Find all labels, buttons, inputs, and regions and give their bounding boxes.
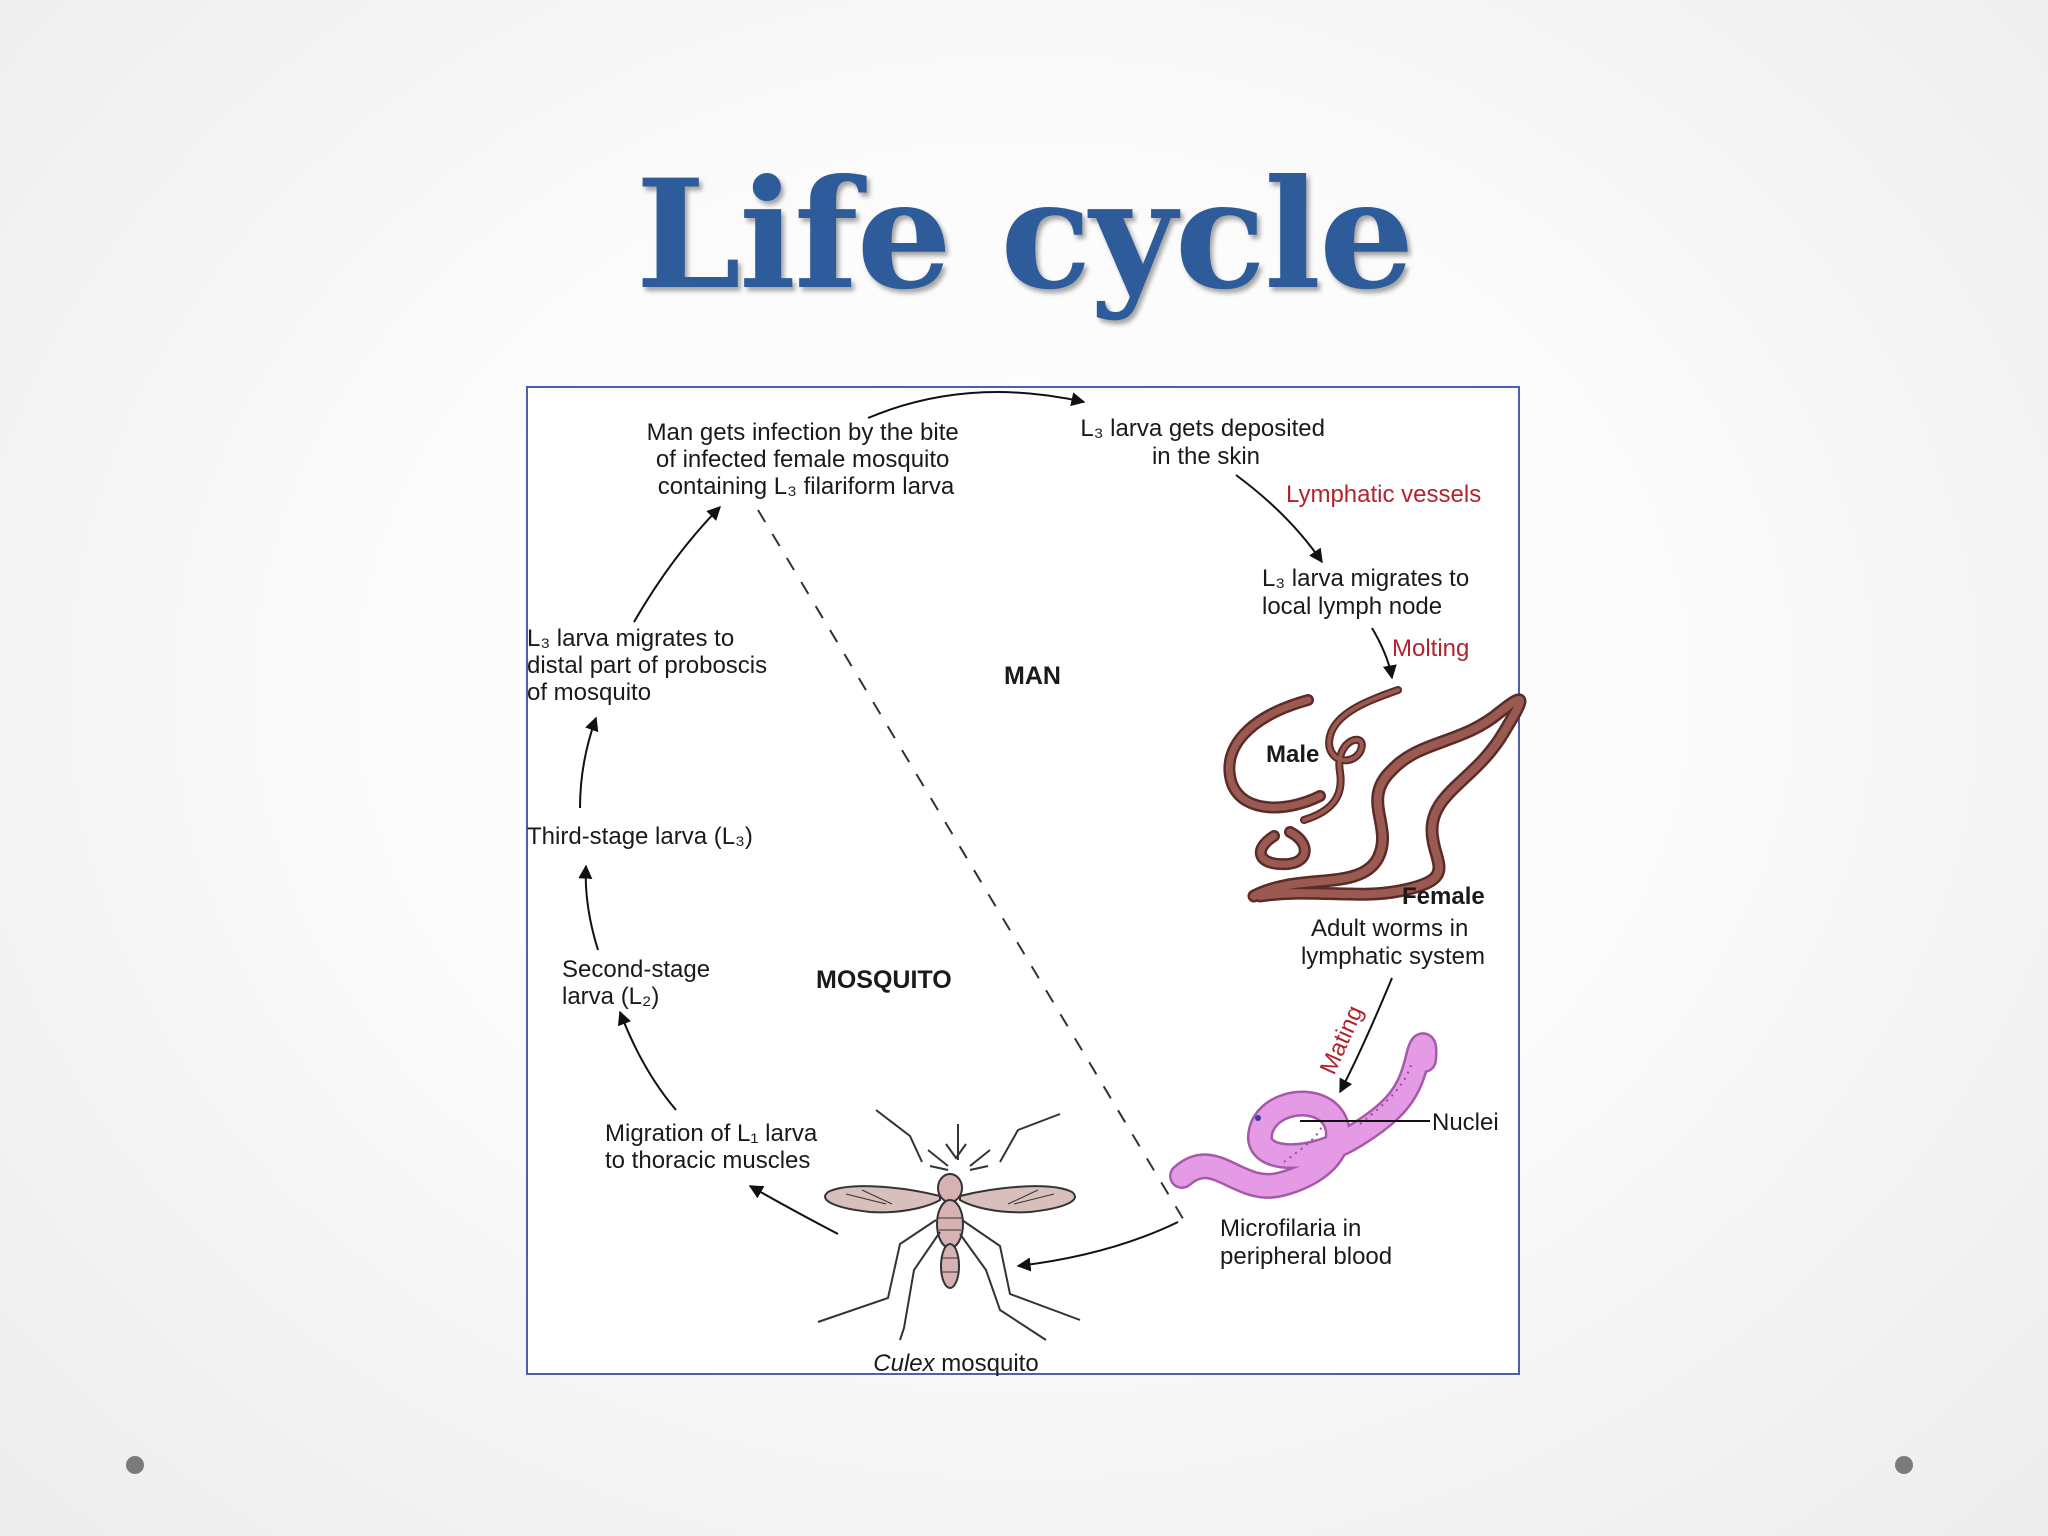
arrow-second-to-third xyxy=(578,864,599,951)
step-infection-text: Man gets infection by the bite of infect… xyxy=(647,419,966,500)
female-worm-body xyxy=(1250,696,1524,900)
arrow-deposit-to-lymph xyxy=(1235,474,1323,564)
label-female: Female xyxy=(1402,883,1485,910)
label-male: Male xyxy=(1266,741,1319,768)
slide-title: Life cycle xyxy=(635,147,1415,323)
step-proboscis-text: L₃ larva migrates to distal part of prob… xyxy=(527,625,774,706)
slide-bullet-right xyxy=(1895,1456,1913,1474)
arrow-microfilaria-to-mosquito xyxy=(1016,1221,1179,1272)
step-thoracic-text: Migration of L₁ larva to thoracic muscle… xyxy=(605,1120,824,1174)
step-adult-text: Adult worms in lymphatic system xyxy=(1301,915,1485,970)
culex-mosquito-illustration xyxy=(817,1109,1081,1341)
label-mating: Mating xyxy=(1315,1002,1369,1079)
mosquito-caption: Culex mosquito xyxy=(873,1350,1038,1377)
region-label-mosquito: MOSQUITO xyxy=(816,966,952,994)
step-third-stage-text: Third-stage larva (L₃) xyxy=(527,823,753,850)
step-deposited-text: L₃ larva gets deposited in the skin xyxy=(1080,415,1331,470)
arrow-thoracic-to-second xyxy=(617,1010,677,1111)
arrow-third-to-proboscis xyxy=(579,716,599,809)
step-microfilaria-text: Microfilaria in peripheral blood xyxy=(1220,1215,1392,1270)
arrow-mosquito-to-thoracic xyxy=(748,1185,839,1235)
label-nuclei: Nuclei xyxy=(1432,1109,1499,1136)
slide-bullet-left xyxy=(126,1456,144,1474)
arrow-proboscis-to-infection xyxy=(633,505,721,623)
region-label-man: MAN xyxy=(1004,662,1061,690)
divider-dashed-line xyxy=(757,509,1186,1223)
label-molting: Molting xyxy=(1392,635,1469,662)
arrow-adult-to-microfilaria xyxy=(1339,977,1393,1094)
arrow-lymph-to-adult xyxy=(1371,627,1397,680)
step-second-stage-text: Second-stage larva (L₂) xyxy=(562,956,717,1010)
microfilaria-illustration xyxy=(1169,1032,1438,1199)
arrow-infection-to-deposit xyxy=(867,391,1086,419)
step-lymph-node-text: L₃ larva migrates to local lymph node xyxy=(1262,565,1476,620)
label-lymphatic-vessels: Lymphatic vessels xyxy=(1286,481,1481,508)
adult-worms-illustration xyxy=(1223,686,1527,903)
